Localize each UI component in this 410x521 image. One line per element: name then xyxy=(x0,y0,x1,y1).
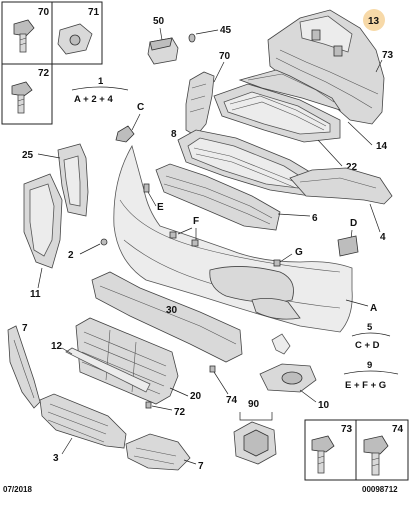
label-70-top: 70 xyxy=(38,7,50,18)
screw-70-icon xyxy=(13,19,35,53)
label-A: A xyxy=(370,303,377,314)
formula-5: 5 C + D xyxy=(351,322,391,351)
label-22: 22 xyxy=(346,162,358,173)
label-F: F xyxy=(193,216,199,227)
formula-9-expr: E + F + G xyxy=(345,380,386,391)
label-30: 30 xyxy=(166,305,178,316)
clip-nut-71-icon xyxy=(57,23,93,55)
plug-2 xyxy=(100,238,108,246)
formula-9: 9 E + F + G xyxy=(343,360,399,391)
part-45-plug xyxy=(188,33,196,43)
screw-74-icon xyxy=(363,435,389,476)
clip-G xyxy=(273,259,281,267)
label-6: 6 xyxy=(312,213,318,224)
label-73-mid: 73 xyxy=(382,50,394,61)
lower-grille-3 xyxy=(39,393,127,449)
lower-grille-6 xyxy=(155,163,281,231)
upper-crossmember-13 xyxy=(267,9,385,125)
part-50-block xyxy=(147,37,179,65)
center-grille-mesh xyxy=(213,83,341,143)
side-slats xyxy=(238,69,341,111)
clip-E xyxy=(143,183,150,193)
seal-12 xyxy=(65,347,151,393)
screw-74-small xyxy=(209,365,216,373)
label-45: 45 xyxy=(220,25,232,36)
label-74-mid: 74 xyxy=(226,395,238,406)
label-4: 4 xyxy=(380,232,386,243)
screw-73-icon xyxy=(311,435,335,474)
label-20: 20 xyxy=(190,391,202,402)
label-2: 2 xyxy=(68,250,74,261)
label-72-mid: 72 xyxy=(174,407,186,418)
label-12: 12 xyxy=(51,341,63,352)
formula-5-expr: C + D xyxy=(355,340,380,351)
fog-cover-10 xyxy=(259,363,317,393)
screw-72-icon xyxy=(11,81,33,114)
fastener-box-73-74: 73 74 xyxy=(304,419,409,481)
upper-grille-70 xyxy=(185,71,215,137)
footer-reference: 00098712 xyxy=(362,485,398,494)
side-bracket-4 xyxy=(289,167,393,205)
label-7-right: 7 xyxy=(198,461,204,472)
label-14: 14 xyxy=(376,141,388,152)
label-E: E xyxy=(157,202,164,213)
label-13: 13 xyxy=(368,16,380,27)
clip-C xyxy=(115,125,135,143)
fastener-box-72: 72 xyxy=(1,63,53,125)
label-73-box: 73 xyxy=(341,424,353,435)
label-10: 10 xyxy=(318,400,330,411)
clips-F xyxy=(169,231,199,247)
label-11: 11 xyxy=(30,289,41,300)
formula-5-number: 5 xyxy=(367,322,373,333)
label-C: C xyxy=(137,102,144,113)
fastener-box-70-71: 70 71 xyxy=(1,1,103,65)
label-3: 3 xyxy=(53,453,59,464)
label-8: 8 xyxy=(171,129,177,140)
formula-1-number: 1 xyxy=(98,76,104,87)
label-90: 90 xyxy=(248,399,260,410)
side-strip-7-left xyxy=(7,325,41,409)
label-50: 50 xyxy=(153,16,165,27)
label-71: 71 xyxy=(88,7,100,18)
footer-date: 07/2018 xyxy=(3,485,32,494)
label-74-box: 74 xyxy=(392,424,404,435)
formula-1-expr: A + 2 + 4 xyxy=(74,94,113,105)
screw-72-small xyxy=(145,401,152,409)
label-D: D xyxy=(350,218,357,229)
label-72-top: 72 xyxy=(38,68,50,79)
label-25: 25 xyxy=(22,150,34,161)
bumper-cover-A xyxy=(113,144,353,333)
label-7-left: 7 xyxy=(22,323,28,334)
label-70-grille: 70 xyxy=(219,51,231,62)
formula-1: 1 A + 2 + 4 xyxy=(71,76,129,105)
bracket-25 xyxy=(57,143,89,217)
shutter-20 xyxy=(75,317,179,405)
side-strip-7-right xyxy=(125,433,191,471)
strip-D xyxy=(337,235,359,257)
label-G: G xyxy=(295,247,303,258)
connector-90 xyxy=(233,421,277,465)
absorber-30 xyxy=(91,271,243,363)
highlight-13 xyxy=(363,9,385,31)
fog-bracket xyxy=(271,333,291,355)
air-duct-11 xyxy=(23,173,63,269)
formula-9-number: 9 xyxy=(367,360,372,371)
